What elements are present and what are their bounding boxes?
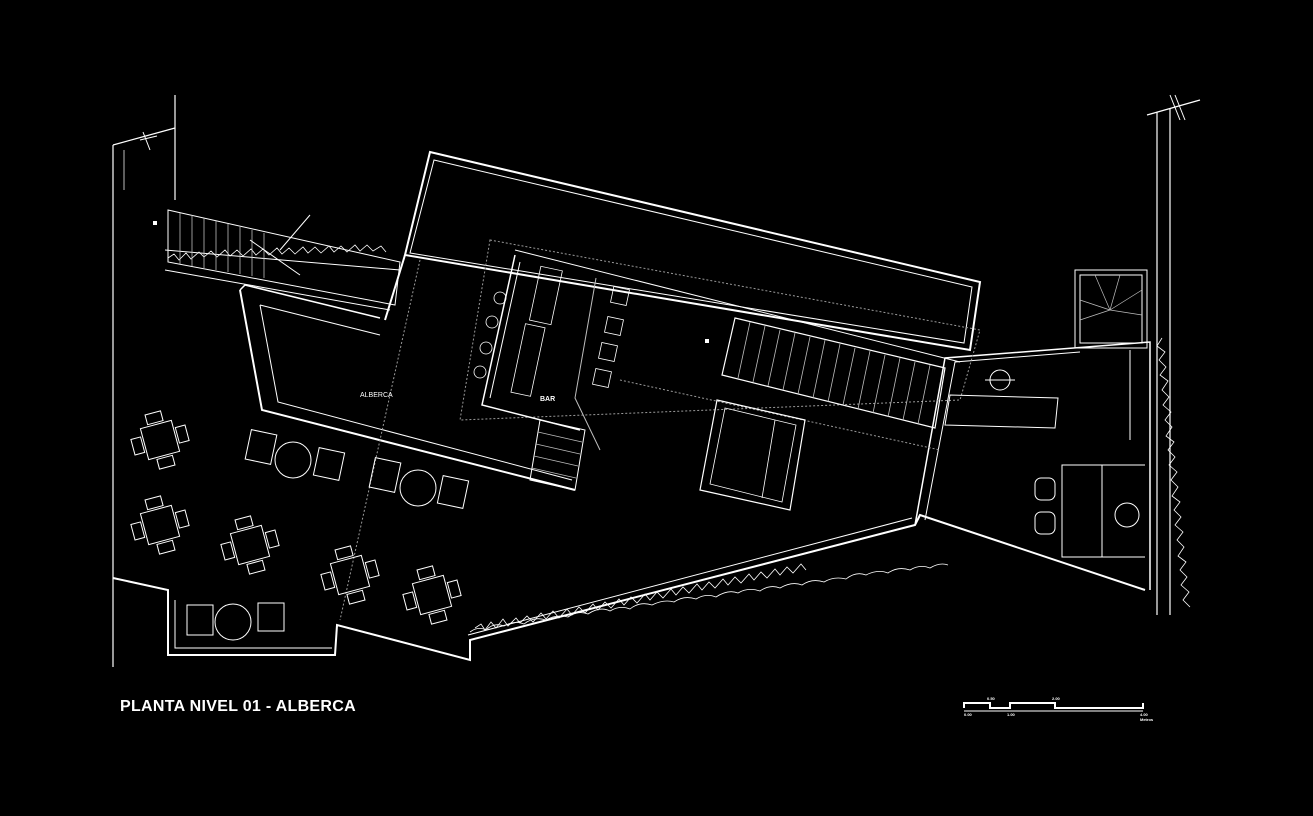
planter-east — [1156, 337, 1191, 608]
property-boundary — [112, 94, 1201, 667]
bar-label: BAR — [540, 396, 555, 403]
pool-outline — [239, 259, 576, 621]
daybed — [699, 399, 806, 511]
pool-label: ALBERCA — [360, 392, 393, 399]
building-outline — [384, 150, 982, 352]
bar-area — [459, 239, 981, 491]
scale-tick-3: 2.00 — [1052, 696, 1061, 701]
east-wing — [944, 269, 1148, 558]
drawing-title: PLANTA NIVEL 01 - ALBERCA — [120, 698, 356, 715]
stair-interior — [619, 317, 946, 451]
scale-unit: Metros — [1140, 717, 1154, 722]
dining-tables — [130, 410, 462, 625]
scale-tick-1: 0.50 — [987, 696, 996, 701]
scale-tick-2: 1.00 — [1007, 712, 1016, 717]
planter-south — [469, 563, 949, 633]
planter-north — [164, 244, 401, 311]
scale-tick-0: 0.00 — [964, 712, 973, 717]
scale-bar: 0.00 0.50 1.00 2.00 4.00 Metros — [963, 696, 1154, 722]
lounge-sets — [186, 429, 470, 641]
south-wall — [112, 341, 1151, 662]
scale-tick-4: 4.00 — [1140, 712, 1149, 717]
stair-northwest — [153, 209, 401, 306]
